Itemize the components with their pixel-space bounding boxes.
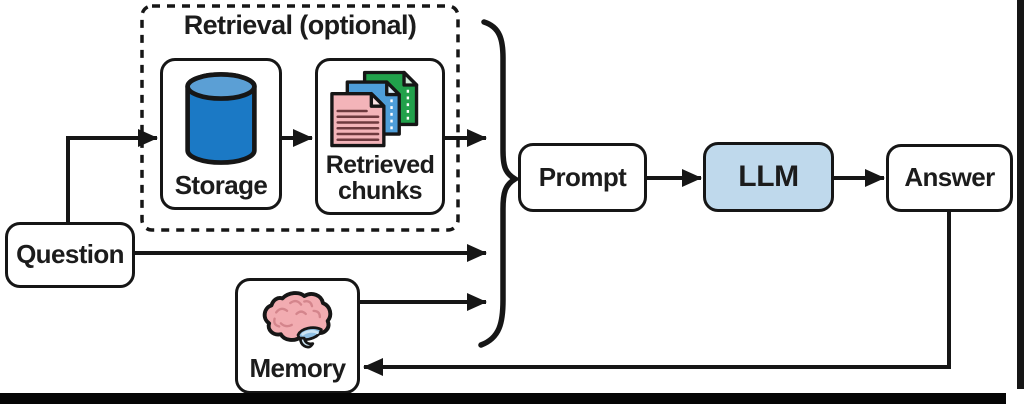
node-answer: Answer xyxy=(886,144,1013,212)
edge-answer-to-memory xyxy=(363,212,951,376)
question-label: Question xyxy=(16,239,124,270)
page-edge-bar-bottom xyxy=(0,393,1006,404)
retrieval-group-title: Retrieval (optional) xyxy=(183,10,417,40)
node-llm: LLM xyxy=(703,142,834,212)
node-storage: Storage xyxy=(160,58,282,210)
node-retrieved-chunks: Retrieved chunks xyxy=(315,58,445,215)
node-question: Question xyxy=(5,222,135,288)
memory-label: Memory xyxy=(249,353,346,384)
page-edge-bar-right xyxy=(1017,0,1024,389)
prompt-inputs-brace xyxy=(478,19,521,348)
storage-label: Storage xyxy=(174,170,268,201)
prompt-label: Prompt xyxy=(538,161,627,192)
retrieved-chunks-label: Retrieved chunks xyxy=(325,150,435,205)
database-cylinder-icon xyxy=(180,68,262,170)
llm-label: LLM xyxy=(738,160,799,194)
node-prompt: Prompt xyxy=(518,143,647,212)
edge-question-to-storage xyxy=(66,129,158,222)
answer-label: Answer xyxy=(904,162,995,193)
node-memory: Memory xyxy=(235,278,360,394)
brain-icon xyxy=(259,289,337,353)
document-stack-icon xyxy=(330,70,430,150)
